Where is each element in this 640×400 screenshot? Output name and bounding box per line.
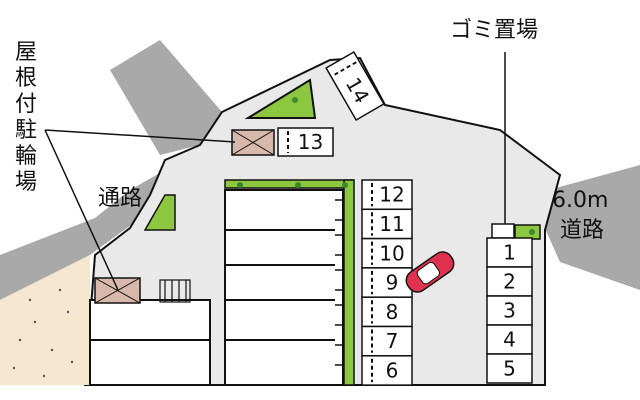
parking-space-10: 10 <box>361 237 413 269</box>
parking-space-12: 12 <box>361 179 413 211</box>
parking-space-8: 8 <box>361 296 413 328</box>
parking-space-13: 13 <box>277 127 334 157</box>
parking-number: 11 <box>379 212 404 236</box>
garbage-box <box>491 223 515 239</box>
parking-number: 2 <box>503 270 516 294</box>
green-top <box>244 78 317 119</box>
road-width-label: 6.0m <box>552 188 609 213</box>
bike-shed-top <box>231 129 275 156</box>
parking-space-3: 3 <box>486 295 533 326</box>
parking-space-6: 6 <box>361 355 413 386</box>
road-label: 道路 <box>560 218 605 243</box>
parking-space-11: 11 <box>361 208 413 240</box>
parking-number: 13 <box>298 130 323 154</box>
main-building <box>224 189 344 386</box>
gravel-area <box>0 255 90 385</box>
parking-number: 3 <box>503 299 516 323</box>
garbage-area-label: ゴミ置場 <box>450 18 539 43</box>
green-small <box>143 194 176 231</box>
parking-space-2: 2 <box>486 266 533 297</box>
parking-space-9: 9 <box>361 267 413 298</box>
green-building-top <box>224 179 354 189</box>
road-left <box>0 170 165 300</box>
road-upper-left <box>110 40 222 155</box>
parking-number: 1 <box>503 241 516 265</box>
parking-space-7: 7 <box>361 325 413 357</box>
parking-space-14: 14 <box>325 50 385 122</box>
parking-number: 12 <box>379 183 404 207</box>
lower-building <box>89 299 211 386</box>
parking-space-1: 1 <box>486 237 533 268</box>
parking-space-5: 5 <box>486 353 533 384</box>
parking-number: 6 <box>386 358 399 382</box>
stairs <box>159 279 191 303</box>
bike-shed-bottom <box>94 277 141 304</box>
road-right <box>530 165 640 290</box>
passage-label: 通路 <box>98 186 143 211</box>
car-icon <box>405 251 455 293</box>
leader-lines <box>44 52 506 291</box>
gravel-dots <box>12 288 74 378</box>
parking-number: 5 <box>503 357 516 381</box>
green-garbage <box>514 224 541 240</box>
parking-number: 7 <box>386 329 399 353</box>
building-ledges <box>335 199 344 366</box>
parking-space-4: 4 <box>486 324 533 355</box>
bike-parking-label: 屋根付駐輪場 <box>14 40 37 195</box>
green-building-right <box>343 179 355 386</box>
parking-number: 4 <box>503 328 516 352</box>
parking-number: 10 <box>379 241 404 265</box>
parking-number: 8 <box>386 300 399 324</box>
parking-number: 9 <box>386 271 399 295</box>
hedge-dots <box>237 97 535 235</box>
